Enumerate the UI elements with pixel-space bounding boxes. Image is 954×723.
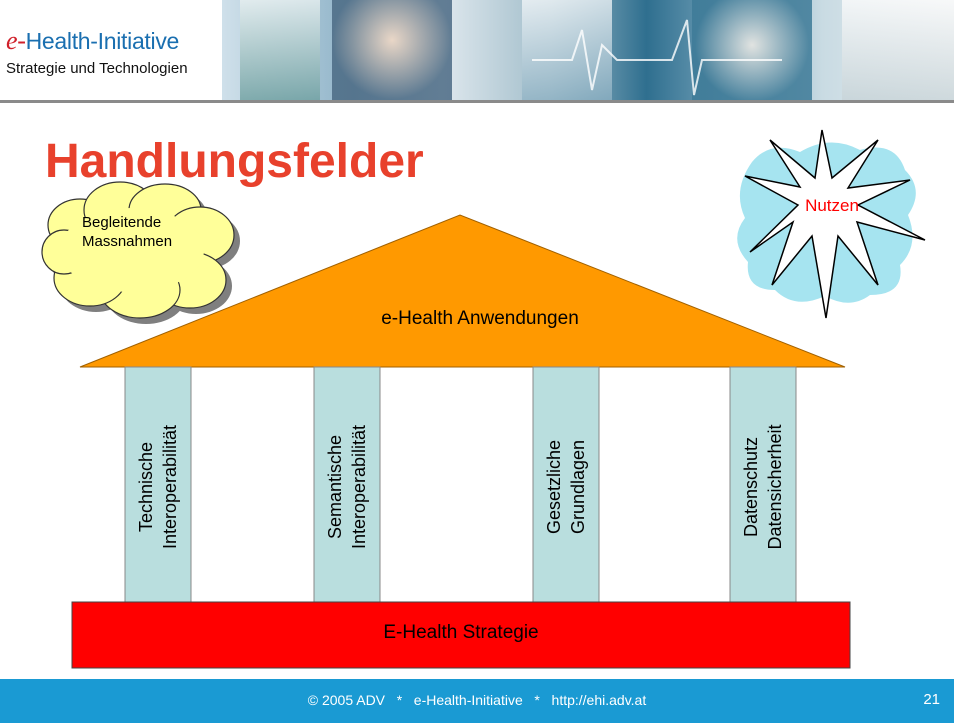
roof-label: e-Health Anwendungen bbox=[381, 308, 579, 329]
pillar-label-3: Gesetzliche Grundlagen bbox=[533, 371, 599, 603]
roof-triangle bbox=[79, 214, 846, 368]
footer-bar: © 2005 ADV * e-Health-Initiative * http:… bbox=[0, 679, 954, 723]
pillar-4 bbox=[729, 366, 797, 609]
pillar-label-2-line1: Semantische bbox=[325, 434, 345, 540]
page-number: 21 bbox=[923, 691, 940, 708]
header-photo-3 bbox=[522, 0, 612, 100]
header-banner: e-Health-Initiative Strategie und Techno… bbox=[0, 0, 954, 100]
pillar-label-4: Datenschutz Datensicherheit bbox=[730, 371, 796, 603]
cloud-label-line1: Begleitende bbox=[82, 214, 162, 231]
header-photo-5 bbox=[842, 0, 954, 100]
pillar-label-1: Technische Interoperabilität bbox=[125, 371, 191, 603]
header-divider bbox=[0, 100, 954, 103]
header-photo-strip bbox=[222, 0, 954, 100]
logo-prefix: e- bbox=[6, 26, 26, 55]
pillar-label-4-line2: Datensicherheit bbox=[765, 424, 785, 550]
header-photo-2 bbox=[332, 0, 452, 100]
cloud-label-line2: Massnahmen bbox=[82, 233, 173, 250]
starburst-shape bbox=[744, 129, 926, 319]
pillar-2 bbox=[313, 366, 381, 609]
cloud-label: Begleitende Massnahmen bbox=[82, 213, 222, 251]
base-block bbox=[71, 601, 851, 669]
footer-text: © 2005 ADV * e-Health-Initiative * http:… bbox=[307, 692, 647, 708]
pillar-label-2-line2: Interoperabilität bbox=[349, 424, 369, 550]
pillar-label-1-line2: Interoperabilität bbox=[160, 424, 180, 550]
pillar-1 bbox=[124, 366, 192, 609]
logo: e-Health-Initiative Strategie und Techno… bbox=[0, 0, 222, 100]
base-label: E-Health Strategie bbox=[383, 622, 539, 643]
pillar-3 bbox=[532, 366, 600, 609]
pillar-label-4-line1: Datenschutz bbox=[741, 436, 761, 538]
pillar-label-1-line1: Technische bbox=[136, 441, 156, 533]
logo-title: e-Health-Initiative bbox=[6, 26, 179, 56]
header-photo-4 bbox=[692, 0, 812, 100]
logo-subtitle: Strategie und Technologien bbox=[6, 60, 188, 77]
pillar-label-3-line1: Gesetzliche bbox=[544, 439, 564, 535]
pillar-label-3-line2: Grundlagen bbox=[568, 439, 588, 535]
ecg-line-icon bbox=[532, 19, 782, 96]
slide-title: Handlungsfelder bbox=[45, 135, 424, 188]
header-photo-1 bbox=[240, 0, 320, 100]
pillar-label-2: Semantische Interoperabilität bbox=[314, 371, 380, 603]
star-label: Nutzen bbox=[805, 196, 859, 215]
logo-title-text: Health-Initiative bbox=[25, 28, 180, 54]
